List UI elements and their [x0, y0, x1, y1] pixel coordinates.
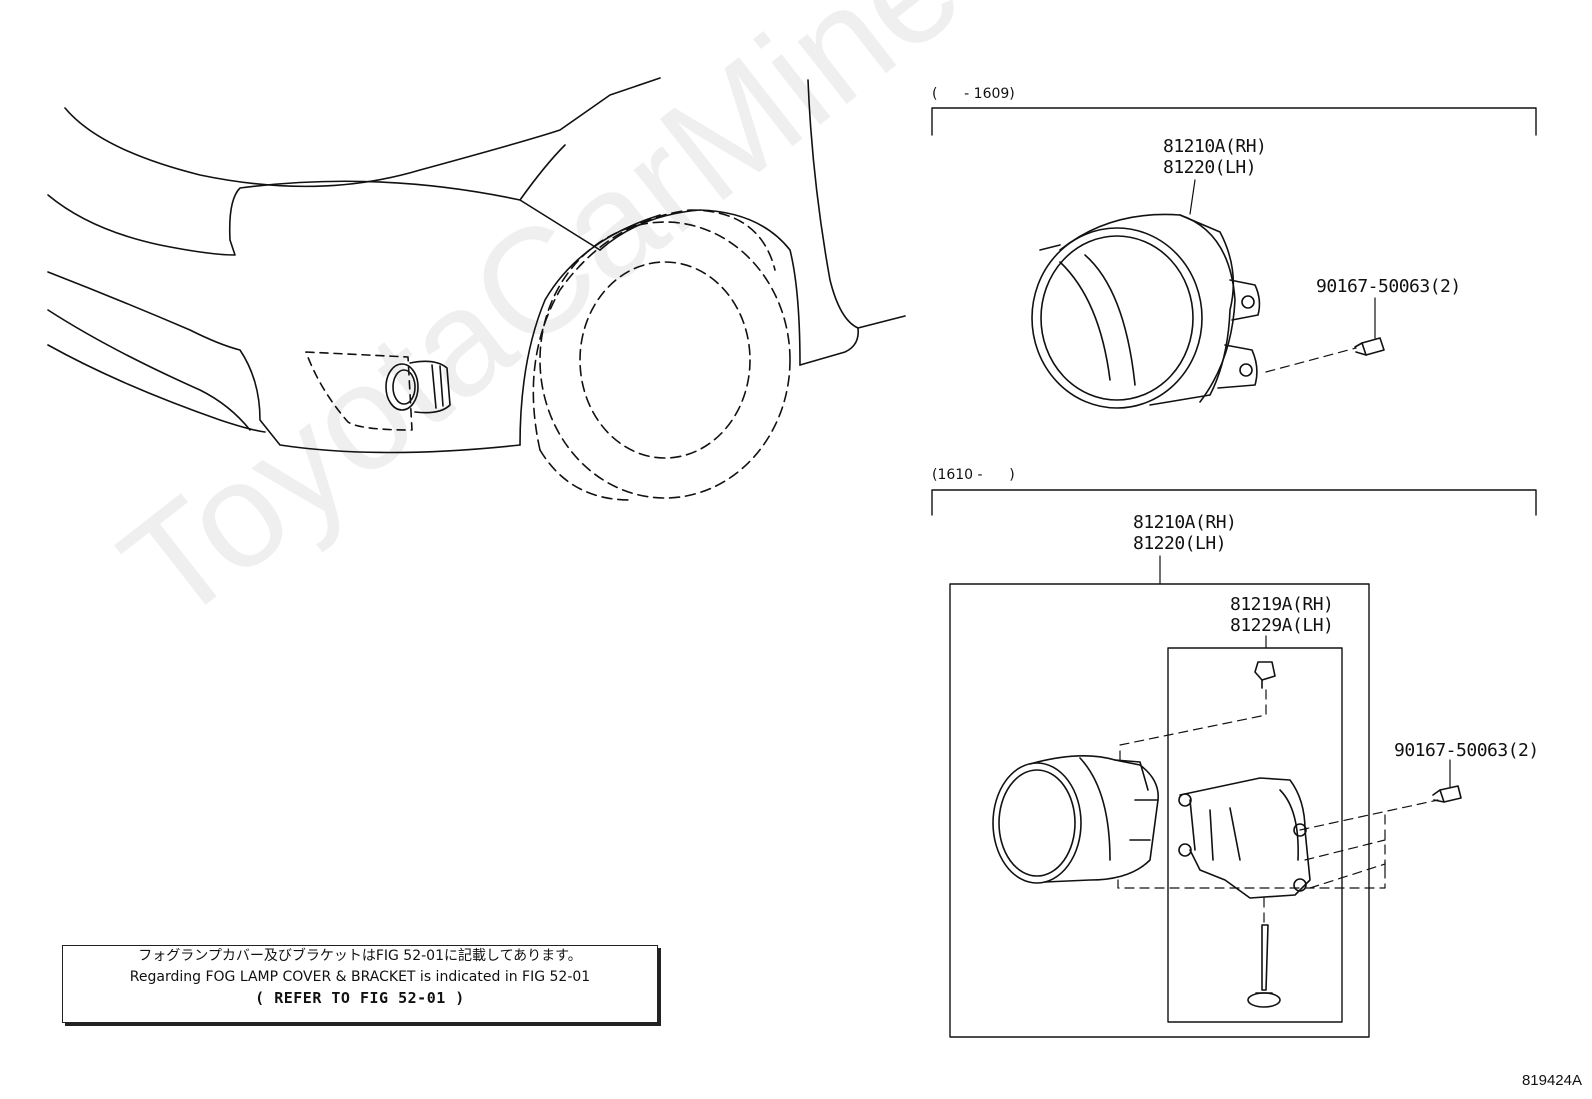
late-period-frame — [931, 489, 1537, 1038]
early-lamp-rh-callout: 81210A(RH) — [1163, 136, 1267, 157]
early-fog-lamp-drawing — [1031, 213, 1385, 409]
late-bracket-drawing — [1178, 777, 1311, 899]
late-period-label: (1610 - ) — [932, 467, 1015, 483]
late-nut-drawing — [1254, 661, 1276, 689]
note-japanese-line: フォグランプカバー及びブラケットはFIG 52-01に記載してあります。 — [138, 948, 582, 964]
early-screw-callout: 90167-50063(2) — [1316, 276, 1461, 297]
reference-note-box: フォグランプカバー及びブラケットはFIG 52-01に記載してあります。 Reg… — [62, 945, 658, 1023]
early-lamp-lh-callout: 81220(LH) — [1163, 157, 1257, 178]
early-period-frame — [931, 107, 1537, 339]
late-clip-drawing — [1247, 924, 1281, 1008]
late-lamp-rh-callout: 81210A(RH) — [1133, 512, 1237, 533]
late-fog-lamp-drawing — [992, 755, 1159, 884]
vehicle-front-illustration — [47, 77, 906, 501]
note-english-line: Regarding FOG LAMP COVER & BRACKET is in… — [129, 969, 591, 985]
late-lamp-lh-callout: 81220(LH) — [1133, 533, 1227, 554]
note-refer-line: ( REFER TO FIG 52-01 ) — [255, 989, 465, 1007]
late-screw-callout: 90167-50063(2) — [1394, 740, 1539, 761]
diagram-id: 819424A — [1521, 1072, 1582, 1089]
early-period-label: ( - 1609) — [932, 86, 1015, 102]
late-bracket-lh-callout: 81229A(LH) — [1230, 615, 1334, 636]
late-bracket-rh-callout: 81219A(RH) — [1230, 594, 1334, 615]
